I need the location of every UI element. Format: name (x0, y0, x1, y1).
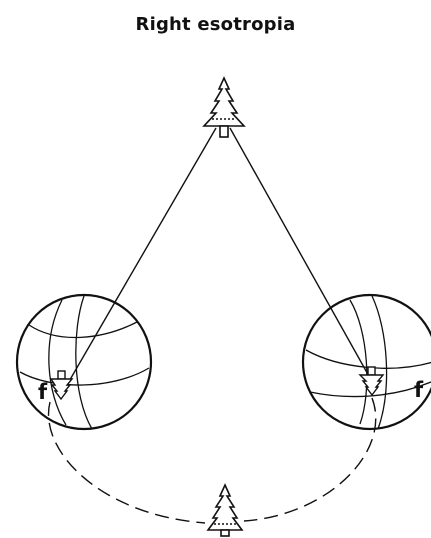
projection-path-right (244, 398, 376, 521)
left-eye-globe (17, 295, 151, 429)
left-fovea-label: f (38, 380, 48, 404)
left-retinal-image (51, 371, 72, 399)
right-retinal-image (360, 367, 383, 395)
projected-image-tree (208, 485, 242, 536)
line-of-sight-right (230, 128, 370, 378)
projection-path-left (49, 402, 205, 523)
right-eye-globe (303, 295, 431, 429)
line-of-sight-left (64, 128, 216, 390)
right-fovea-label: f (414, 378, 424, 402)
fixation-object-tree (204, 78, 244, 137)
